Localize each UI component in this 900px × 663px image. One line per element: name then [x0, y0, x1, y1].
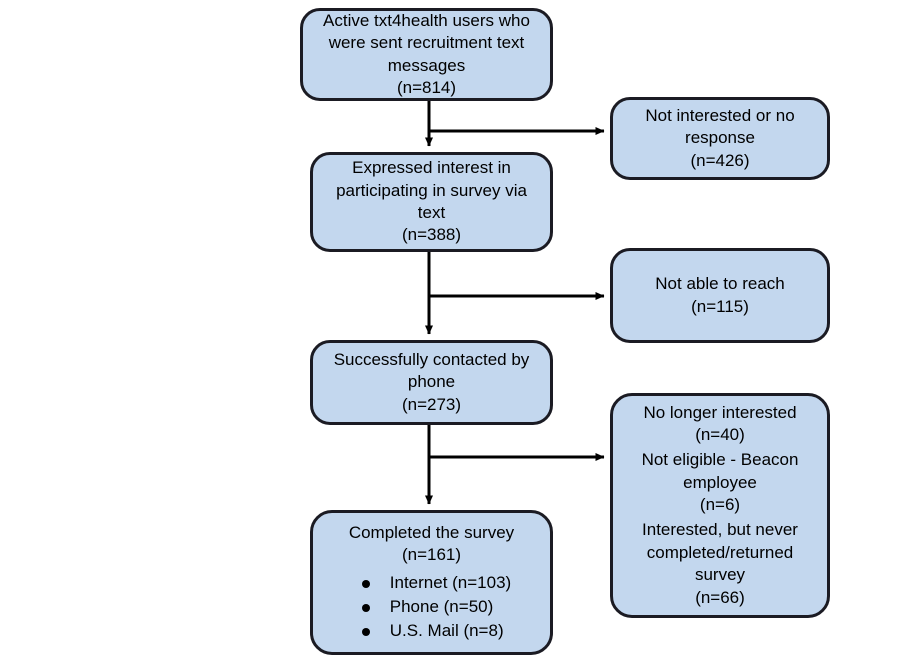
node-text-line: survey	[694, 565, 746, 585]
exclusion-group-no-longer-interested: No longer interested (n=40)	[643, 402, 796, 447]
node-text-line: Expressed interest in	[352, 158, 511, 178]
node-not-able-to-reach: Not able to reach (n=115)	[610, 248, 830, 343]
node-count: (n=115)	[691, 296, 749, 316]
node-text-line: No longer interested	[643, 403, 797, 422]
node-text-line: phone	[407, 372, 456, 392]
node-text-line: Active txt4health users who	[323, 10, 530, 30]
node-completed-survey: Completed the survey (n=161) Internet (n…	[310, 510, 553, 655]
node-count: (n=66)	[695, 587, 745, 607]
node-text-line: Not interested or no	[645, 105, 795, 125]
exclusion-group-not-eligible: Not eligible - Beacon employee (n=6)	[642, 449, 799, 516]
node-not-interested-no-response: Not interested or no response (n=426)	[610, 97, 830, 180]
node-text-line: response	[685, 128, 755, 148]
list-item: Phone (n=50)	[352, 595, 511, 619]
node-count: (n=6)	[699, 495, 741, 515]
node-text-line: participating in survey via	[336, 180, 527, 200]
node-expressed-interest: Expressed interest in participating in s…	[310, 152, 553, 252]
node-count: (n=161)	[401, 545, 462, 565]
node-count: (n=814)	[396, 77, 457, 97]
node-contacted-by-phone: Successfully contacted by phone (n=273)	[310, 340, 553, 425]
node-other-exclusions: No longer interested (n=40) Not eligible…	[610, 393, 830, 618]
node-text-line: Not able to reach	[655, 274, 785, 294]
exclusion-group-never-completed: Interested, but never completed/returned…	[642, 519, 798, 609]
node-text-line: were sent recruitment text	[328, 33, 525, 53]
node-text-line: text	[417, 203, 446, 222]
node-count: (n=426)	[690, 150, 750, 170]
node-text-line: Not eligible - Beacon	[641, 450, 799, 470]
list-item: U.S. Mail (n=8)	[352, 619, 511, 643]
node-count: (n=388)	[401, 225, 462, 245]
node-text-line: messages	[387, 55, 466, 75]
node-count: (n=40)	[695, 425, 745, 445]
list-item: Internet (n=103)	[352, 571, 511, 595]
node-text-line: employee	[683, 472, 757, 492]
node-text-line: Successfully contacted by	[333, 349, 530, 369]
completed-survey-breakdown-list: Internet (n=103) Phone (n=50) U.S. Mail …	[352, 571, 511, 643]
node-text-line: Completed the survey	[348, 522, 515, 542]
node-count: (n=273)	[401, 394, 462, 414]
node-text-line: completed/returned	[646, 542, 794, 562]
node-text-line: Interested, but never	[642, 520, 798, 540]
node-active-users: Active txt4health users who were sent re…	[300, 8, 553, 101]
